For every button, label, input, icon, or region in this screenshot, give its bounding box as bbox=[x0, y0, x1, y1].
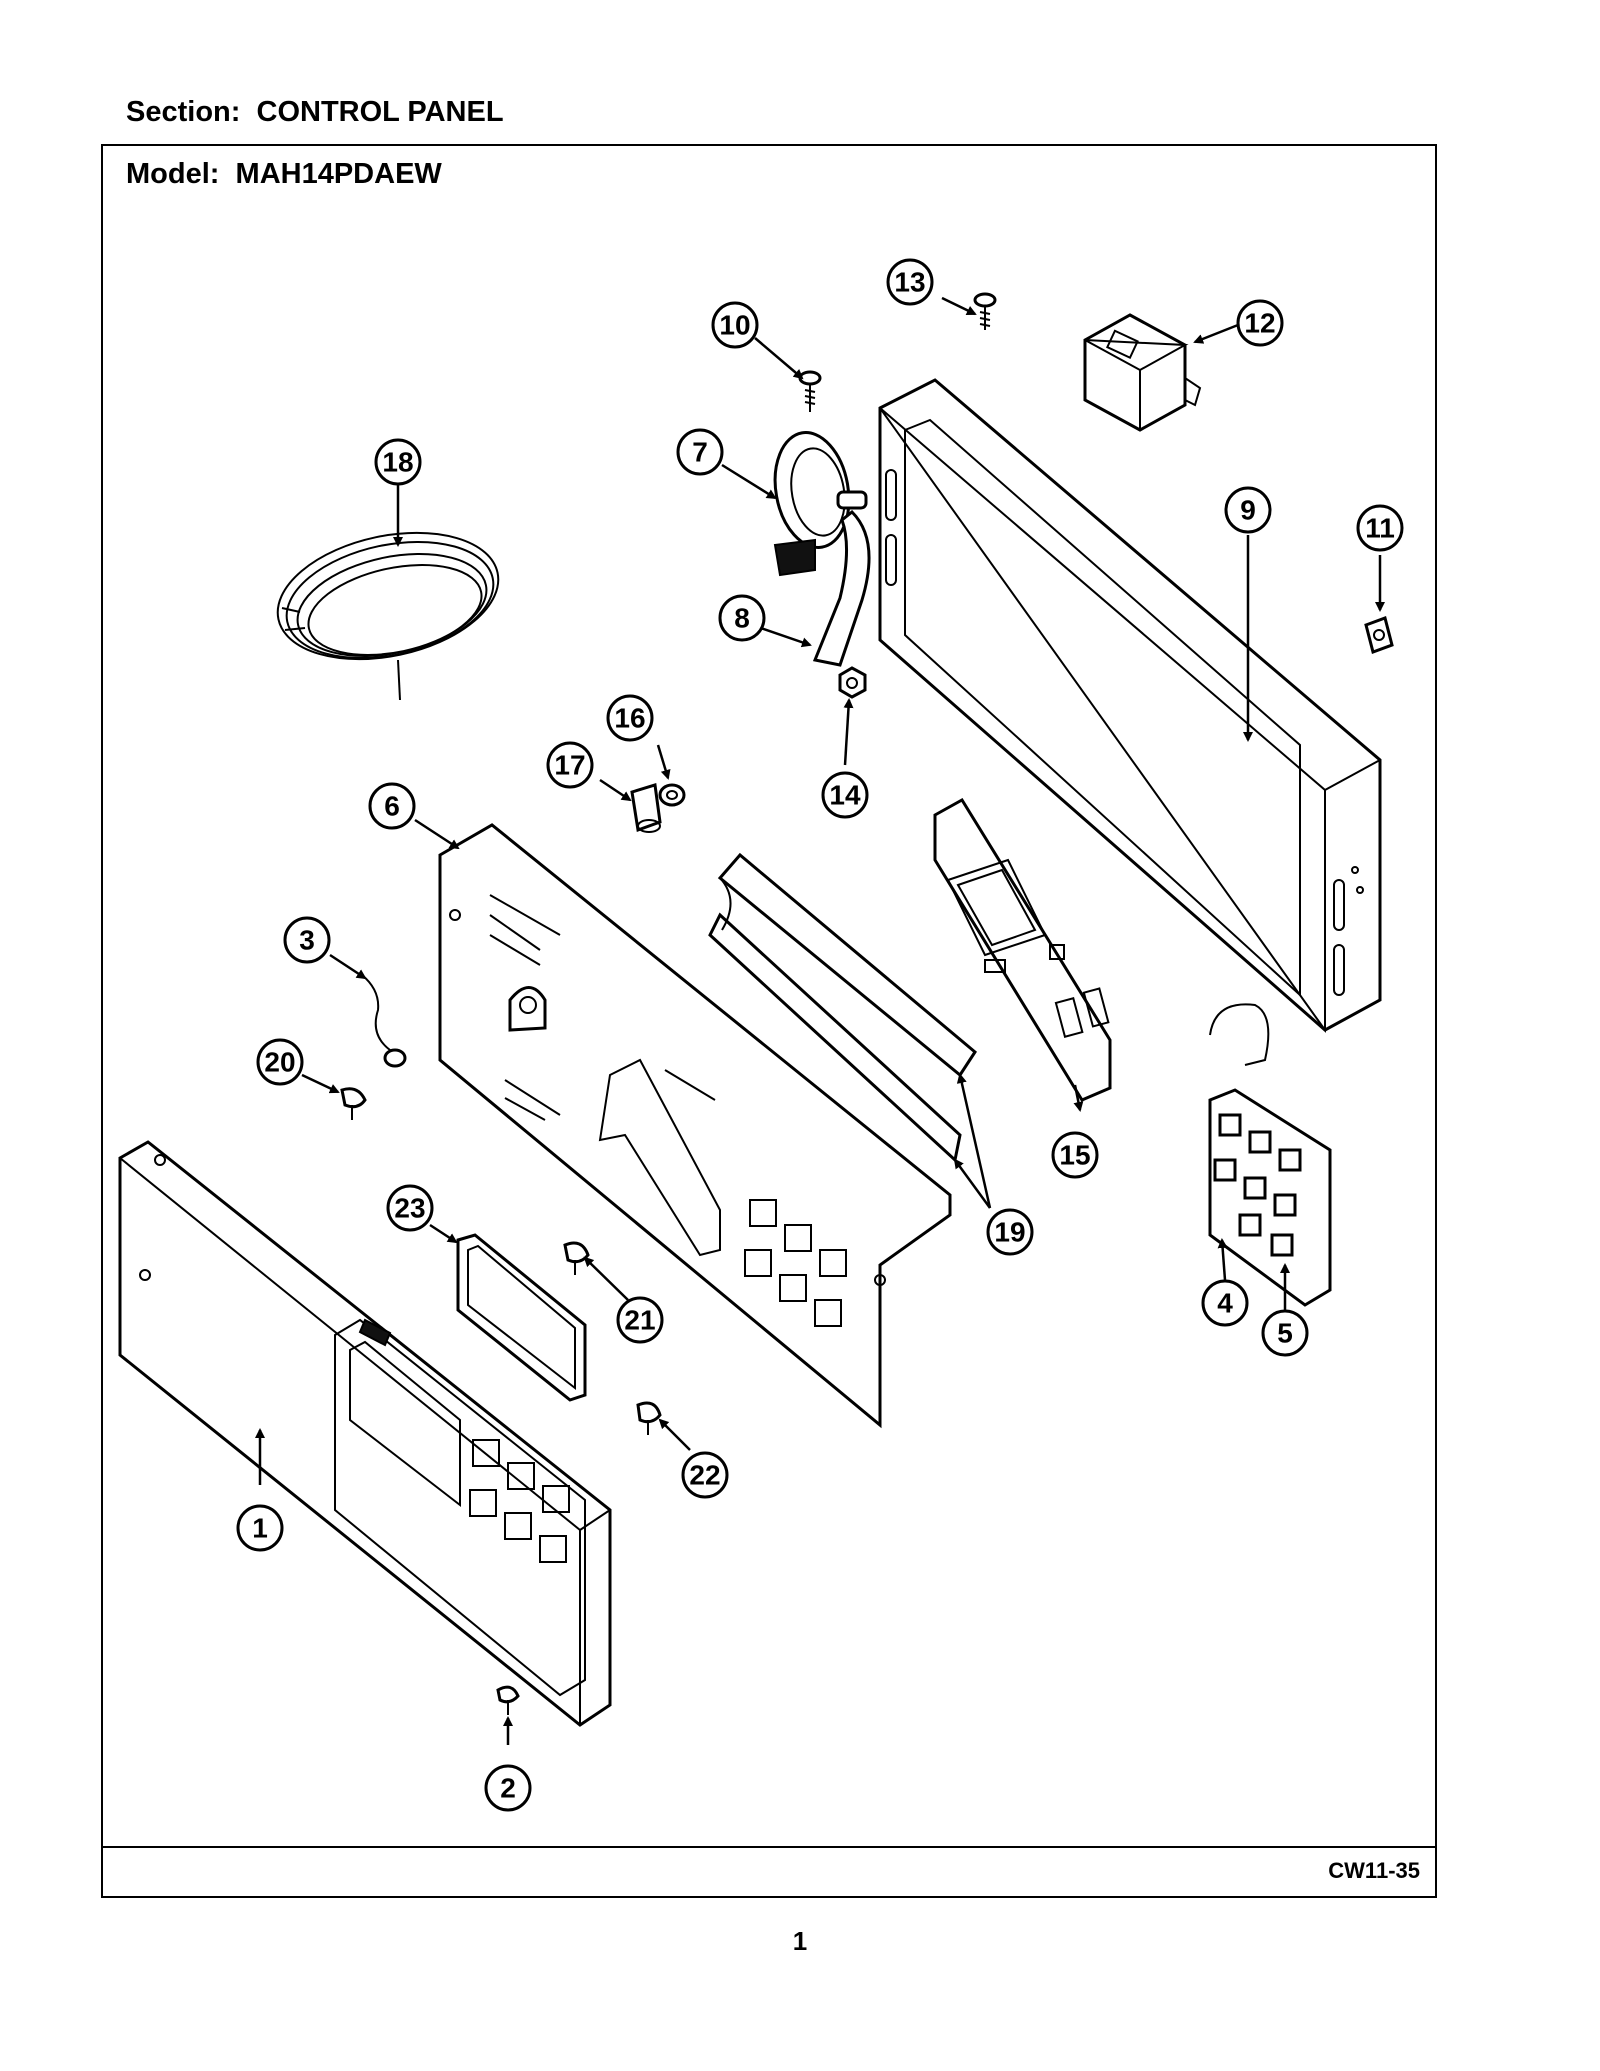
callout-18: 18 bbox=[374, 438, 422, 486]
svg-text:13: 13 bbox=[894, 267, 925, 298]
transformer bbox=[1083, 313, 1202, 432]
svg-text:16: 16 bbox=[614, 703, 645, 734]
callout-6: 6 bbox=[368, 782, 416, 830]
screw-22 bbox=[636, 1401, 662, 1435]
display-lens bbox=[456, 1233, 587, 1402]
svg-text:21: 21 bbox=[624, 1305, 655, 1336]
callout-15: 15 bbox=[1051, 1131, 1099, 1179]
callout-8: 8 bbox=[718, 594, 766, 642]
svg-text:1: 1 bbox=[252, 1513, 268, 1544]
svg-text:20: 20 bbox=[264, 1047, 295, 1078]
console-housing bbox=[878, 378, 1382, 1034]
section-title: Section: CONTROL PANEL bbox=[126, 96, 504, 128]
svg-text:18: 18 bbox=[382, 447, 413, 478]
svg-text:6: 6 bbox=[384, 791, 400, 822]
screw-13 bbox=[973, 292, 997, 330]
callout-9: 9 bbox=[1224, 486, 1272, 534]
control-board bbox=[933, 797, 1112, 1102]
svg-text:22: 22 bbox=[689, 1460, 720, 1491]
callout-4: 4 bbox=[1201, 1279, 1249, 1327]
screw-21 bbox=[563, 1241, 590, 1275]
callout-10: 10 bbox=[711, 301, 759, 349]
svg-text:3: 3 bbox=[299, 925, 315, 956]
page-number: 1 bbox=[792, 1926, 808, 1956]
bracket-button-windows bbox=[744, 1199, 847, 1327]
wire-harness-coil bbox=[276, 531, 500, 701]
svg-text:17: 17 bbox=[554, 750, 585, 781]
svg-text:14: 14 bbox=[829, 780, 861, 811]
svg-text:19: 19 bbox=[994, 1217, 1025, 1248]
callout-5: 5 bbox=[1261, 1309, 1309, 1357]
svg-text:11: 11 bbox=[1365, 513, 1395, 544]
panel-bracket bbox=[438, 823, 952, 1429]
svg-text:5: 5 bbox=[1277, 1318, 1293, 1349]
svg-text:8: 8 bbox=[734, 603, 750, 634]
callout-1: 1 bbox=[236, 1504, 284, 1552]
callout-14: 14 bbox=[821, 771, 869, 819]
svg-text:10: 10 bbox=[719, 310, 750, 341]
callout-21: 21 bbox=[616, 1296, 664, 1344]
svg-text:15: 15 bbox=[1059, 1140, 1090, 1171]
svg-text:23: 23 bbox=[394, 1193, 425, 1224]
callout-23: 23 bbox=[386, 1184, 434, 1232]
screw-20 bbox=[340, 1087, 367, 1120]
keypad-buttons bbox=[1213, 1113, 1302, 1257]
leader-arrows bbox=[255, 296, 1385, 1745]
callout-7: 7 bbox=[676, 428, 724, 476]
diagram-code: CW11-35 bbox=[1328, 1858, 1420, 1883]
keypad-switch-board bbox=[1208, 1003, 1332, 1307]
washer-16 bbox=[658, 783, 686, 807]
svg-text:4: 4 bbox=[1217, 1288, 1233, 1319]
overlay-strips bbox=[708, 852, 977, 1163]
screw-10 bbox=[798, 370, 822, 412]
hose bbox=[812, 509, 871, 667]
clip-11 bbox=[1364, 616, 1394, 654]
callout-22: 22 bbox=[681, 1451, 729, 1499]
spacer-17 bbox=[630, 783, 662, 833]
ground-wire bbox=[361, 974, 407, 1068]
callout-20: 20 bbox=[256, 1038, 304, 1086]
callout-2: 2 bbox=[484, 1764, 532, 1812]
callout-13: 13 bbox=[886, 258, 934, 306]
svg-text:7: 7 bbox=[692, 437, 708, 468]
svg-text:9: 9 bbox=[1240, 495, 1256, 526]
svg-text:12: 12 bbox=[1244, 308, 1275, 339]
panel-button-windows bbox=[469, 1439, 570, 1563]
nut-14 bbox=[838, 666, 867, 699]
callout-11: 11 bbox=[1356, 504, 1404, 552]
diagram-frame bbox=[101, 144, 1437, 1898]
front-control-panel bbox=[118, 1140, 612, 1727]
model-title: Model: MAH14PDAEW bbox=[126, 158, 442, 190]
callout-16: 16 bbox=[606, 694, 654, 742]
callout-12: 12 bbox=[1236, 299, 1284, 347]
screw-2 bbox=[496, 1685, 520, 1715]
callout-3: 3 bbox=[283, 916, 331, 964]
footer-divider bbox=[101, 1846, 1437, 1848]
callout-17: 17 bbox=[546, 741, 594, 789]
svg-text:2: 2 bbox=[500, 1773, 516, 1804]
callout-19: 19 bbox=[986, 1208, 1034, 1256]
